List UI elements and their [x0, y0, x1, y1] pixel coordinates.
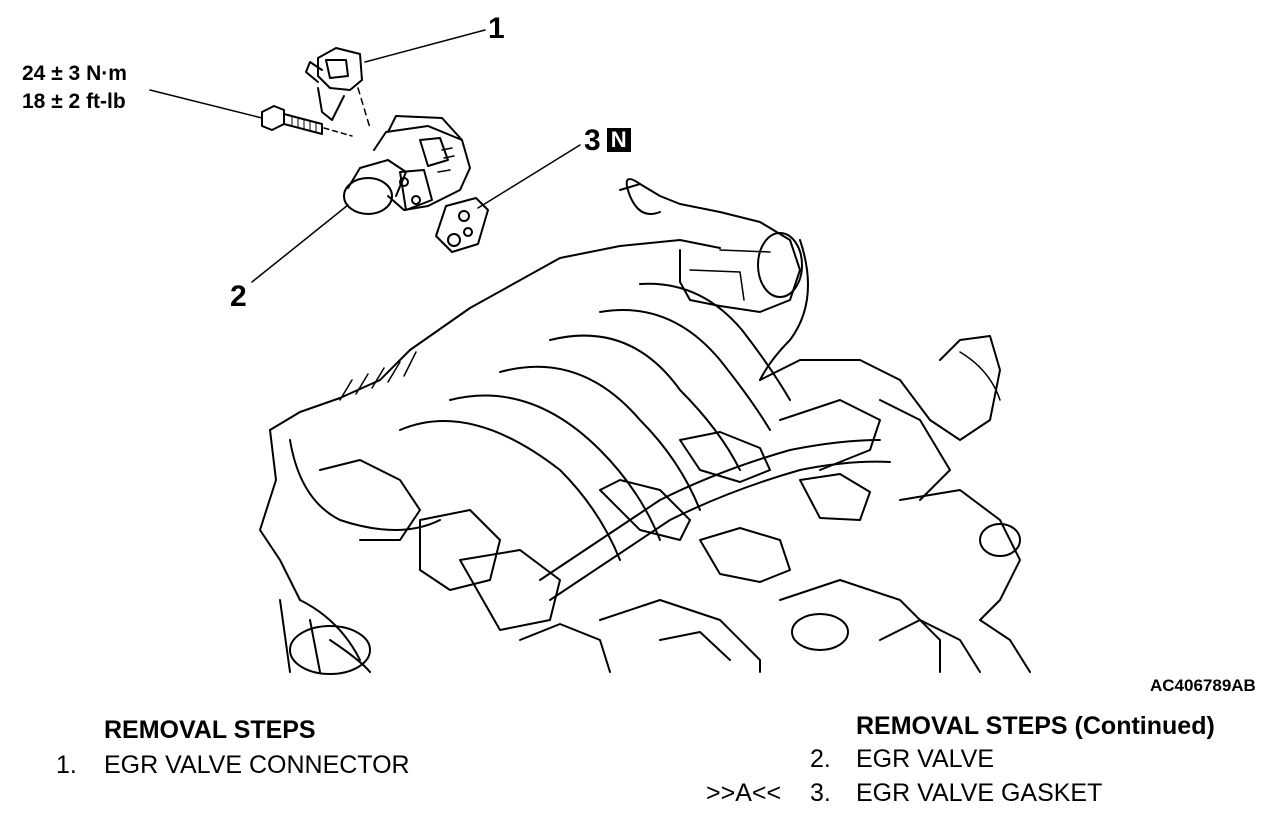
torque-metric: 24 ± 3 N·m	[22, 62, 127, 85]
step-3-text: EGR VALVE GASKET	[856, 779, 1103, 807]
torque-imperial: 18 ± 2 ft-lb	[22, 90, 126, 113]
engine-assembly	[259, 178, 1031, 675]
removal-steps-title: REMOVAL STEPS	[104, 716, 316, 744]
step-1-number: 1.	[56, 751, 77, 779]
step-2-number: 2.	[810, 745, 831, 773]
step-3-number: 3.	[810, 779, 831, 807]
torque-spec: 24 ± 3 N·m 18 ± 2 ft-lb	[22, 60, 127, 116]
removal-steps-continued-title: REMOVAL STEPS (Continued)	[856, 712, 1215, 740]
egr-valve	[343, 115, 471, 215]
callout-2: 2	[230, 280, 247, 313]
step-1-text: EGR VALVE CONNECTOR	[104, 751, 410, 779]
figure-id: AC406789AB	[1150, 676, 1256, 695]
step-2-text: EGR VALVE	[856, 745, 995, 773]
egr-valve-gasket	[435, 197, 489, 253]
callout-1: 1	[488, 12, 505, 45]
mounting-bolt	[261, 105, 353, 137]
egr-valve-connector	[305, 47, 371, 129]
leader-lines	[149, 29, 581, 283]
step-3-prefix: >>A<<	[706, 779, 782, 807]
new-part-badge: N	[606, 128, 631, 152]
callout-3-number: 3	[584, 124, 601, 157]
